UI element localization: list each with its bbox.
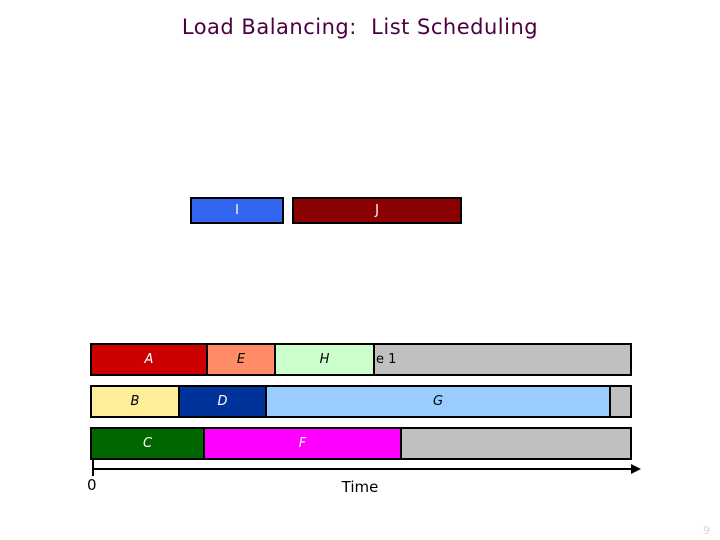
machine-1-task-e: E (208, 345, 276, 374)
machine-3-task-c: C (92, 429, 205, 458)
pending-task-j: J (292, 197, 462, 224)
task-label: A (144, 352, 154, 367)
task-label: G (432, 394, 444, 409)
machine-2-task-g: G (267, 387, 611, 416)
machine-1-task-h: H (276, 345, 375, 374)
machine-2-task-d: D (180, 387, 267, 416)
task-label: D (217, 394, 228, 409)
pending-task-label: I (235, 203, 239, 218)
task-label: H (319, 352, 330, 367)
time-axis-origin-label: 0 (87, 476, 97, 494)
machine-2-task-b: B (92, 387, 180, 416)
task-label: B (130, 394, 140, 409)
task-label: C (142, 436, 153, 451)
machine-1-task-a: A (92, 345, 208, 374)
time-axis-arrowhead (631, 464, 641, 474)
pending-task-label: J (375, 203, 379, 218)
task-label: F (298, 436, 307, 451)
page-title: Load Balancing: List Scheduling (181, 15, 539, 39)
machine-3-task-f: F (205, 429, 402, 458)
time-axis-label: Time (341, 478, 379, 496)
machine-1-clipped-caption: e 1 (376, 352, 397, 367)
pending-task-i: I (190, 197, 284, 224)
time-axis-origin-tick (92, 460, 94, 476)
time-axis-line (92, 468, 632, 470)
page-number: 9 (703, 524, 710, 537)
task-label: E (236, 352, 246, 367)
